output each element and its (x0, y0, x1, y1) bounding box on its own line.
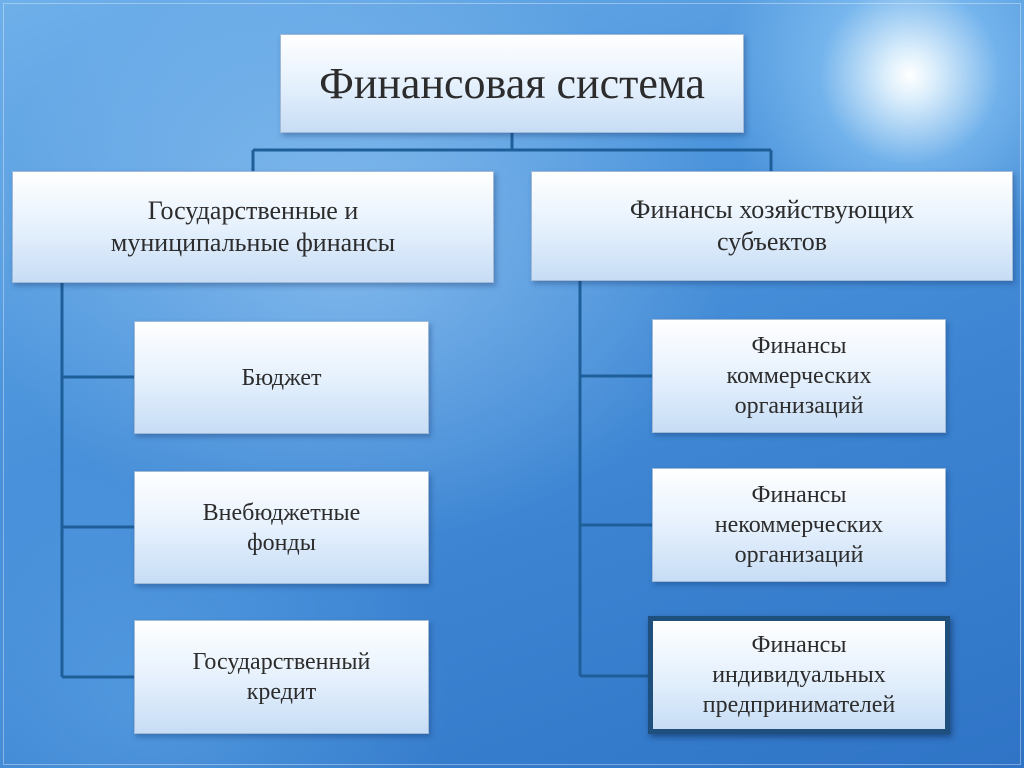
child-node-label: Финансы некоммерческих организаций (714, 482, 884, 568)
root-node-label: Финансовая система (319, 58, 705, 108)
child-node-label: Финансы индивидуальных предпринимателей (702, 632, 896, 718)
slide-frame (3, 3, 1021, 765)
child-node-budget: Бюджет (134, 321, 429, 434)
child-node-label: Бюджет (241, 364, 322, 391)
branch-node-business-entities: Финансы хозяйствующих субъектов (531, 171, 1013, 281)
child-node-label: Финансы коммерческих организаций (726, 333, 872, 419)
child-node-individual-entrepreneurs: Финансы индивидуальных предпринимателей (648, 616, 950, 734)
child-node-state-credit: Государственный кредит (134, 620, 429, 734)
branch-node-state-municipal: Государственные и муниципальные финансы (12, 171, 494, 283)
child-node-label: Внебюджетные фонды (202, 499, 361, 556)
branch-node-label: Государственные и муниципальные финансы (110, 196, 396, 257)
child-node-commercial-organizations: Финансы коммерческих организаций (652, 319, 946, 433)
child-node-extrabudgetary-funds: Внебюджетные фонды (134, 471, 429, 584)
child-node-label: Государственный кредит (192, 649, 371, 705)
child-node-noncommercial-organizations: Финансы некоммерческих организаций (652, 468, 946, 582)
root-node: Финансовая система (280, 34, 744, 133)
branch-node-label: Финансы хозяйствующих субъектов (629, 195, 915, 256)
